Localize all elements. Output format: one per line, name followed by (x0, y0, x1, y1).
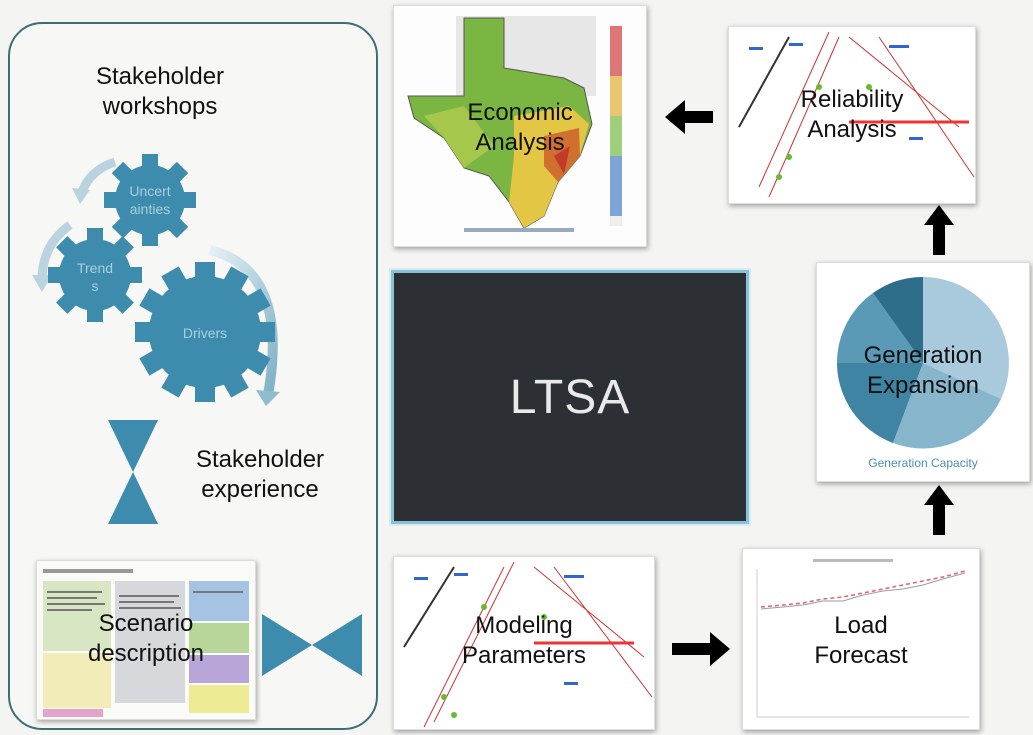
experience-line-2: experience (201, 476, 319, 503)
ltsa-label: LTSA (509, 370, 631, 424)
generation-pie-image: Generation Capacity (817, 263, 1029, 481)
arrow-up-icon (924, 205, 954, 255)
scenario-label: Scenario description (37, 609, 255, 669)
generation-line-1: Generation (863, 342, 983, 369)
arrow-left-icon (665, 100, 713, 134)
load-forecast-label: Load Forecast (743, 611, 979, 671)
generation-line-2: Expansion (866, 372, 980, 399)
arrow-right-icon (672, 632, 730, 666)
generation-capacity-caption: Generation Capacity (868, 456, 977, 470)
experience-line-1: Stakeholder (195, 446, 325, 473)
texas-map-image (394, 6, 646, 246)
stakeholder-experience-label: Stakeholder experience (160, 445, 360, 505)
economic-line-2: Analysis (475, 129, 565, 156)
load-forecast-chart-image (743, 549, 979, 729)
title-line-2: workshops (102, 93, 218, 120)
svg-text:s: s (92, 278, 99, 294)
scenario-document-image (37, 561, 255, 719)
generation-expansion-card: Generation Capacity Generation Expansion (816, 262, 1030, 482)
modeling-line-1: Modeling (475, 612, 573, 639)
reliability-line-2: Analysis (807, 116, 897, 143)
scenario-line-2: description (87, 640, 205, 667)
svg-text:ainties: ainties (130, 201, 170, 217)
arrow-up-icon-2 (924, 485, 954, 535)
svg-text:Uncert: Uncert (129, 183, 170, 199)
cycle-arrow-left (37, 221, 73, 281)
load-forecast-card: Load Forecast (742, 548, 980, 730)
svg-text:Drivers: Drivers (183, 325, 227, 341)
reliability-analysis-label: Reliability Analysis (729, 85, 975, 145)
scenario-line-1: Scenario (98, 610, 194, 637)
uncertainties-gear: Uncert ainties (104, 154, 196, 246)
scenario-description-thumbnail: Scenario description (36, 560, 256, 720)
svg-text:Trend: Trend (77, 260, 113, 276)
reliability-analysis-card: Reliability Analysis (728, 26, 976, 204)
economic-line-1: Economic (467, 99, 573, 126)
load-line-2: Forecast (814, 642, 908, 669)
modeling-parameters-label: Modeling Parameters (394, 611, 654, 671)
modeling-parameters-card: Modeling Parameters (393, 556, 655, 730)
trends-gear: Trend s (48, 228, 142, 322)
modeling-line-2: Parameters (461, 642, 587, 669)
stakeholder-workshops-title: Stakeholder workshops (60, 62, 260, 122)
bowtie-icon (262, 614, 362, 676)
economic-analysis-card: Economic Analysis (393, 5, 647, 247)
gears-diagram: Uncert ainties Trend s (32, 154, 280, 406)
title-line-1: Stakeholder (95, 63, 225, 90)
generation-expansion-label: Generation Expansion (817, 341, 1029, 401)
hourglass-icon (108, 420, 158, 524)
ltsa-box: LTSA (391, 270, 749, 524)
reliability-line-1: Reliability (800, 86, 904, 113)
load-line-1: Load (834, 612, 888, 639)
network-diagram-image (729, 27, 975, 203)
modeling-network-image (394, 557, 654, 729)
cycle-arrow-top (77, 157, 117, 194)
drivers-gear: Drivers (135, 262, 275, 402)
economic-analysis-label: Economic Analysis (394, 98, 646, 158)
